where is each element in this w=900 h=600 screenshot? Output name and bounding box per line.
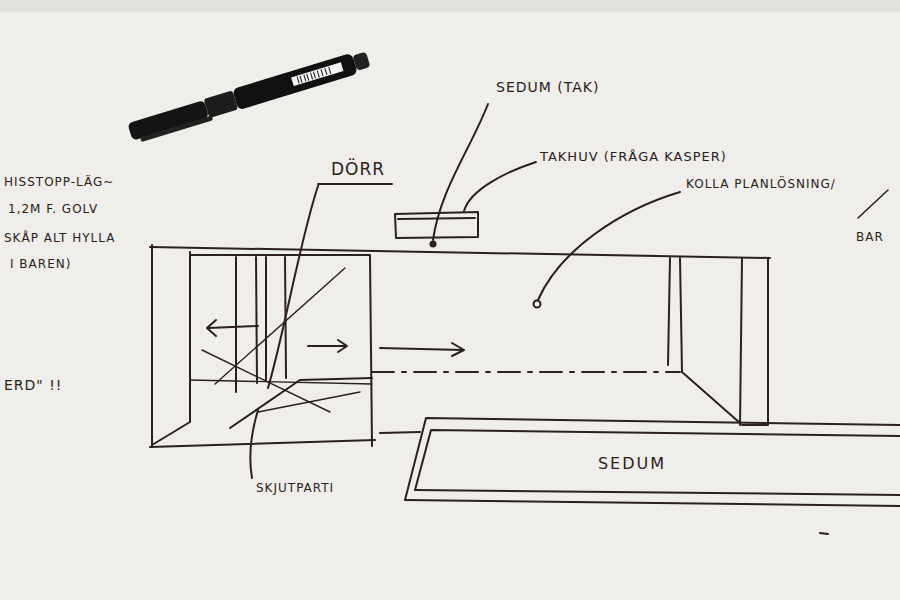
plan-note: BAR — [856, 231, 884, 244]
margin-note: 1,2M F. GOLV — [8, 203, 98, 216]
band-label: SEDUM — [598, 454, 666, 473]
plan-note: KOLLA PLANLÖSNING/ — [686, 178, 836, 191]
roof-note: SEDUM (TAK) — [496, 80, 599, 95]
margin-note: HISSTOPP-LÄG~ — [4, 176, 114, 189]
hatch-note: TAKHUV (FRÅGA KASPER) — [540, 150, 727, 164]
sedum-band: SEDUM — [432, 438, 832, 488]
margin-note: SKÅP ALT HYLLA — [4, 232, 115, 245]
door-label: DÖRR — [331, 160, 385, 179]
margin-note: ERD" !! — [4, 378, 62, 393]
margin-note: I BAREN) — [10, 258, 71, 271]
part-label: SKJUTPARTI — [256, 482, 334, 495]
